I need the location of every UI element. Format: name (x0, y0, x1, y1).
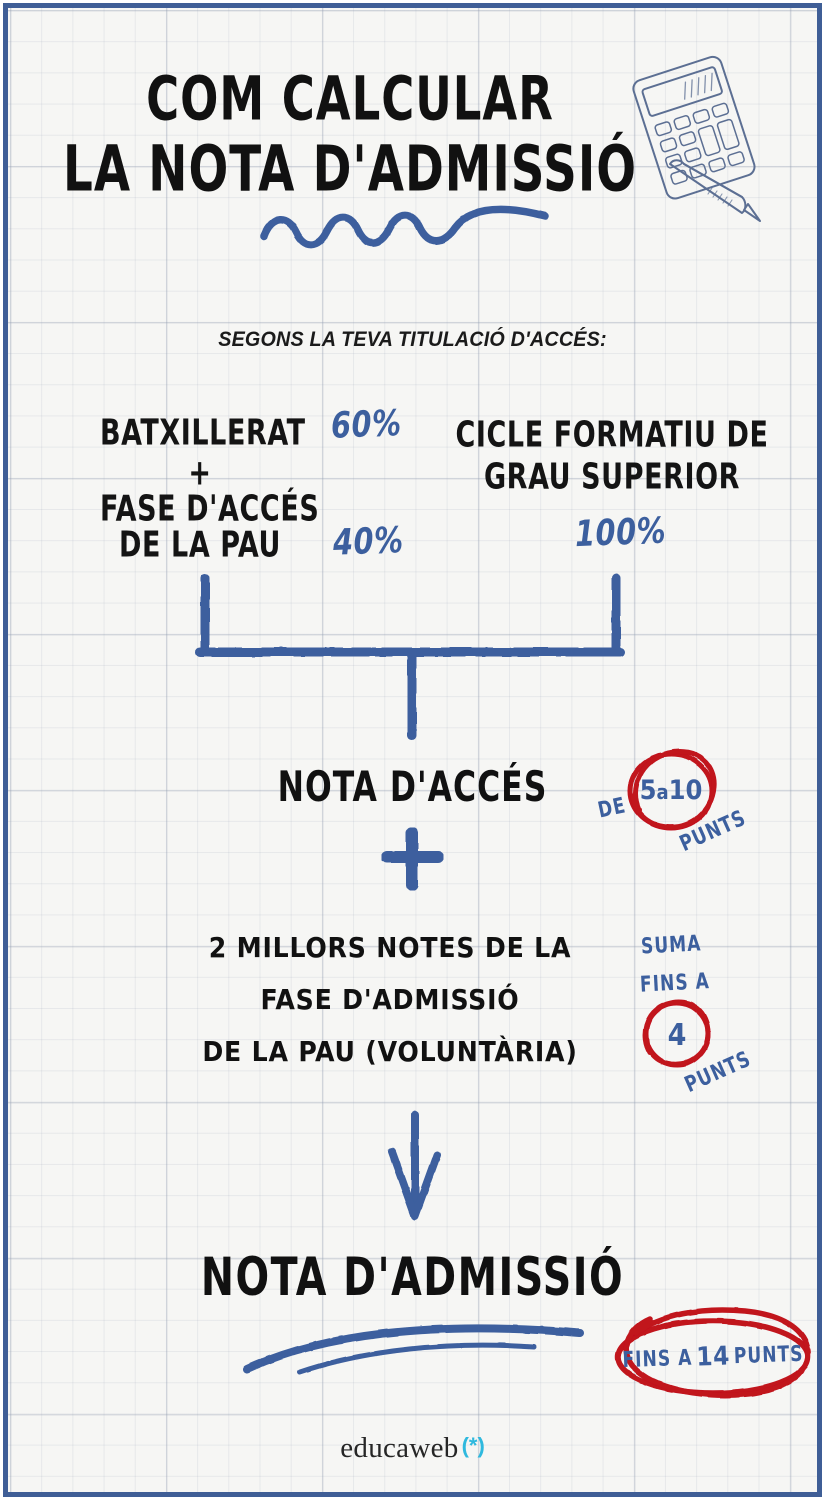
footer: educaweb(*) (0, 1432, 825, 1465)
final-points-suffix: PUNTS (733, 1341, 804, 1369)
branch-batxillerat-line-4: DE LA PAU (118, 524, 282, 566)
calculator-icon (632, 55, 756, 200)
red-circle-access-points (627, 749, 717, 831)
access-points-value: 5a10 (636, 775, 706, 806)
plus-sign-icon (381, 827, 444, 891)
branch-batxillerat-line-1: BATXILLERAT (100, 412, 306, 454)
brand-name: educaweb (340, 1432, 459, 1464)
admission-phase-line-2: FASE D'ADMISSIÓ (260, 983, 520, 1016)
page-title-line-1: COM CALCULAR (146, 63, 554, 135)
admission-points-value: 4 (667, 1018, 687, 1053)
percent-batxillerat: 60% (330, 401, 403, 447)
access-points-min: 5 (639, 775, 657, 806)
curved-double-underline (243, 1324, 584, 1375)
subtitle: SEGONS LA TEVA TITULACIÓ D'ACCÉS: (218, 328, 607, 351)
flow-label-nota-acces: NOTA D'ACCÉS (277, 764, 548, 812)
branch-cicle-line-2: GRAU SUPERIOR (483, 456, 741, 498)
admission-phase-line-1: 2 MILLORS NOTES DE LA (208, 931, 572, 964)
squiggle-underline (260, 205, 549, 249)
page-title-line-2: LA NOTA D'ADMISSIÓ (63, 133, 637, 207)
branch-batxillerat-plus: + (188, 452, 212, 494)
red-ellipse-final-points (615, 1307, 811, 1398)
admission-points-line-2: FINS A (639, 968, 711, 998)
access-points-conjunction: a (656, 780, 669, 804)
merge-bracket-connector (195, 573, 626, 740)
brand-asterisk-mark: (*) (461, 1433, 485, 1458)
admission-points-line-1: SUMA (640, 930, 703, 960)
down-arrow-icon (388, 1111, 441, 1220)
access-points-max: 10 (668, 775, 703, 806)
pen-icon (669, 159, 761, 222)
percent-fase-acces: 40% (332, 518, 405, 564)
red-circle-admission-points (642, 999, 711, 1068)
percent-cicle-formatiu: 100% (574, 508, 667, 556)
branch-batxillerat-line-3: FASE D'ACCÉS (100, 488, 320, 530)
admission-phase-line-3: DE LA PAU (VOLUNTÀRIA) (202, 1035, 578, 1068)
branch-cicle-line-1: CICLE FORMATIU DE (455, 414, 769, 456)
final-points-value: 14 (695, 1341, 731, 1373)
flow-label-nota-admissio: NOTA D'ADMISSIÓ (200, 1246, 625, 1309)
final-points-prefix: FINS A (622, 1345, 693, 1373)
